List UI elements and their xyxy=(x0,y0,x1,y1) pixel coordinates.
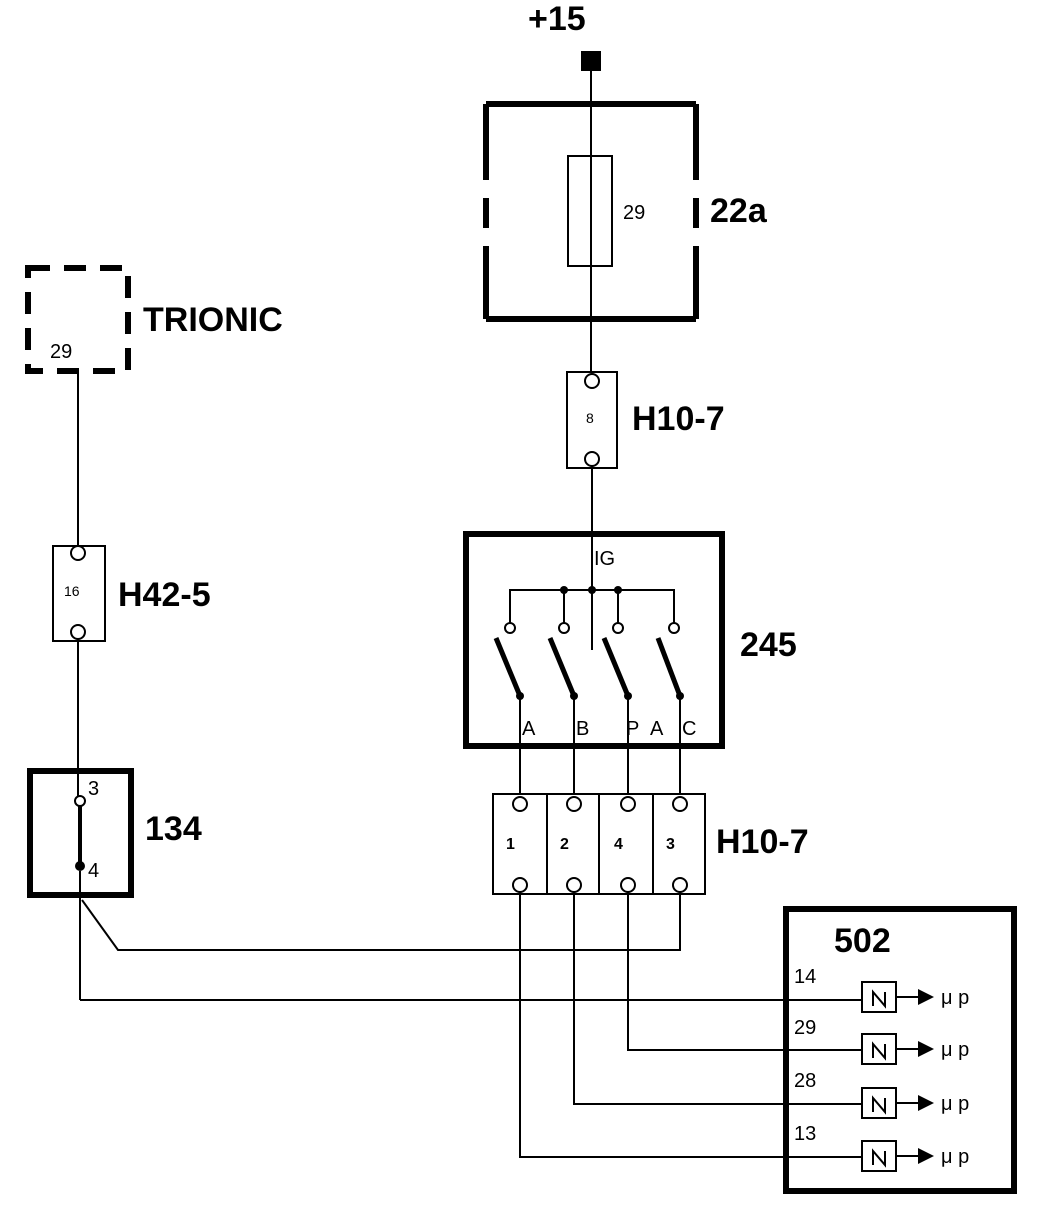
connector-bottom-label: H10-7 xyxy=(716,823,809,861)
module-502-pin-13: 13 xyxy=(794,1123,816,1145)
switch-output-c: C xyxy=(682,718,696,740)
switch-output-p: P xyxy=(626,718,639,740)
module-502-target-2: μ p xyxy=(941,1039,969,1061)
ignition-switch-label: 245 xyxy=(740,626,797,664)
wire-pin1-to-502-13 xyxy=(519,892,862,1158)
wire-pin4-to-502-29 xyxy=(627,892,862,1051)
trionic-box: 29 xyxy=(25,265,131,374)
trionic-pin: 29 xyxy=(50,341,72,363)
ignition-input-label: IG xyxy=(594,548,615,570)
wire-pin2-to-502-28 xyxy=(573,892,862,1105)
switch-output-b: B xyxy=(576,718,589,740)
wire-134-to-pin3 xyxy=(81,892,681,951)
component-134-label: 134 xyxy=(145,810,202,848)
trionic-label: TRIONIC xyxy=(143,301,283,339)
connector-h42: 16 xyxy=(52,545,106,642)
module-502-pin-29: 29 xyxy=(794,1017,816,1039)
connector-bottom-pin-2: 2 xyxy=(560,836,569,853)
switch-output-a2: A xyxy=(650,718,664,740)
switch-output-a: A xyxy=(522,718,536,740)
fuse-number: 29 xyxy=(623,202,645,224)
module-502-pin-14: 14 xyxy=(794,966,816,988)
connector-bottom-pin-4: 4 xyxy=(614,836,623,853)
ignition-switch: IG A B P A C xyxy=(463,531,725,749)
module-502-target-4: μ p xyxy=(941,1146,969,1168)
connector-bottom: 1 2 4 3 xyxy=(492,793,706,895)
supply-label: +15 xyxy=(528,0,586,38)
connector-bottom-pin-3: 3 xyxy=(666,836,675,853)
module-502-target-1: μ p xyxy=(941,987,969,1009)
module-502-label: 502 xyxy=(834,922,891,960)
module-502-target-3: μ p xyxy=(941,1093,969,1115)
fuse-box-label: 22a xyxy=(710,192,768,230)
connector-top-label: H10-7 xyxy=(632,400,725,438)
connector-bottom-pin-1: 1 xyxy=(506,836,515,853)
supply-terminal xyxy=(581,51,601,71)
connector-h42-pin: 16 xyxy=(64,583,80,599)
module-502: 502 14 μ p 29 μ p 28 μ p 13 μ p xyxy=(783,906,1017,1194)
component-134-pin-3: 3 xyxy=(88,778,99,800)
connector-h42-label: H42-5 xyxy=(118,576,211,614)
component-134-pin-4: 4 xyxy=(88,860,99,882)
connector-top: 8 xyxy=(566,371,618,469)
connector-top-pin: 8 xyxy=(586,410,594,426)
module-502-pin-28: 28 xyxy=(794,1070,816,1092)
